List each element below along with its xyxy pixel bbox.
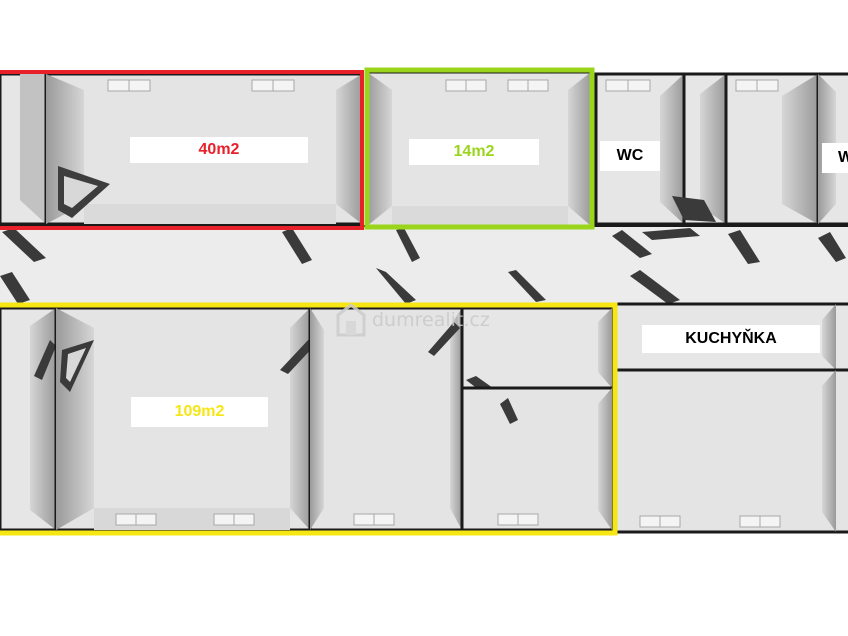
highlight-40m2-outline: [0, 70, 364, 230]
corridor-floor: [0, 226, 848, 306]
top-room-w: [724, 72, 820, 226]
window-icon: [739, 515, 781, 528]
watermark: dumrealit.cz: [336, 300, 490, 340]
door-icon: [612, 230, 652, 258]
door-icon: [34, 340, 56, 380]
door-icon: [0, 272, 30, 304]
top-room-left: [0, 72, 48, 226]
label-w-cut: W: [822, 143, 848, 173]
bottom-room-small-upper: [460, 306, 614, 406]
window-icon: [445, 79, 487, 92]
window-icon: [353, 513, 395, 526]
bottom-room-small-lower: [460, 386, 614, 532]
corridor-doors: [0, 228, 846, 304]
door-icon: [630, 270, 680, 304]
door-icon: [428, 322, 460, 356]
door-icon: [2, 228, 46, 262]
window-icon: [251, 79, 295, 92]
door-icon: [280, 338, 316, 374]
label-40m2: 40m2: [130, 137, 308, 163]
window-icon: [107, 79, 151, 92]
door-icon: [728, 230, 760, 264]
house-icon: [336, 303, 366, 337]
top-room-narrow: [672, 72, 728, 226]
door-icon: [642, 228, 700, 240]
door-icon: [508, 270, 546, 302]
door-icon: [818, 232, 846, 262]
label-109m2: 109m2: [131, 397, 268, 427]
window-icon: [507, 79, 549, 92]
highlight-109m2-outline: [0, 302, 618, 536]
window-icon: [639, 515, 681, 528]
label-kitchen: KUCHYŇKA: [642, 325, 820, 353]
label-14m2: 14m2: [409, 139, 539, 165]
door-icon: [672, 196, 716, 222]
door-icon: [376, 268, 416, 304]
window-icon: [605, 79, 651, 92]
bottom-room-right: [614, 368, 848, 534]
label-wc: WC: [600, 141, 660, 171]
door-icon: [500, 398, 518, 424]
window-icon: [735, 79, 779, 92]
window-icon: [115, 513, 157, 526]
watermark-text: dumrealit.cz: [372, 309, 490, 331]
door-icon: [396, 228, 420, 262]
bottom-room-left: [0, 306, 58, 532]
highlight-14m2-outline: [364, 67, 595, 230]
window-icon: [213, 513, 255, 526]
bottom-room-middle: [308, 306, 464, 532]
window-icon: [497, 513, 539, 526]
door-icon: [282, 228, 312, 264]
